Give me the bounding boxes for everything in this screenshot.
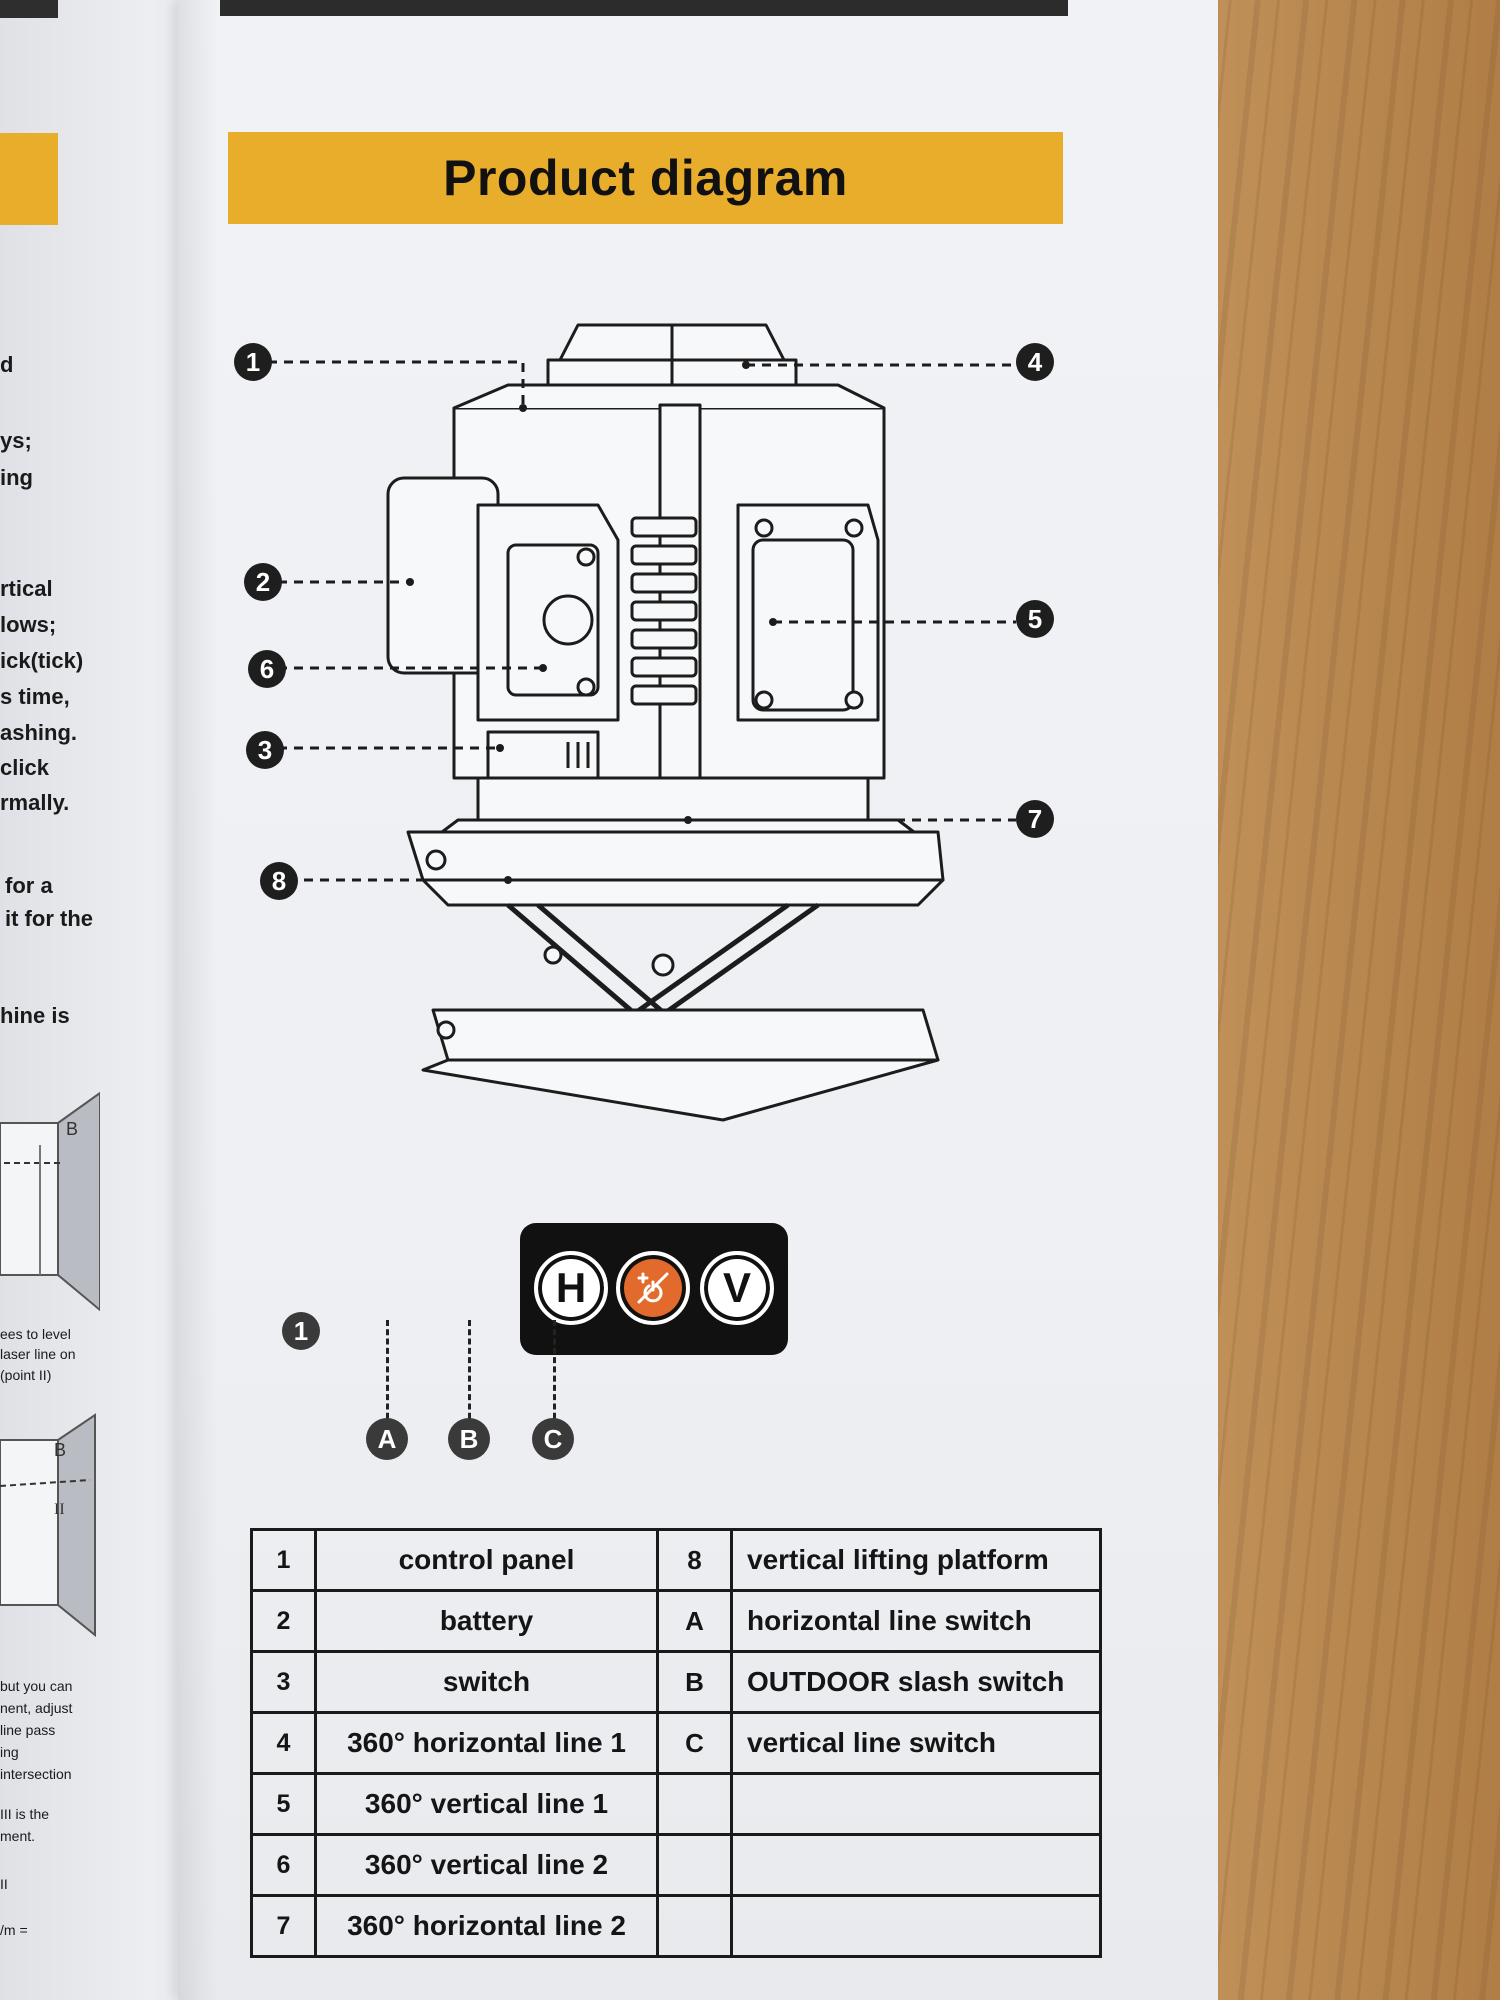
- part-name: 360° horizontal line 2: [314, 1894, 659, 1958]
- callout-4: 4: [1016, 343, 1054, 381]
- text-fragment: for a: [5, 873, 53, 898]
- small-text: ees to level: [0, 1326, 71, 1342]
- callout-c: C: [532, 1418, 574, 1460]
- room-figure-2: B II: [0, 1413, 96, 1638]
- part-name: 360° vertical line 1: [314, 1772, 659, 1836]
- part-name: 360° horizontal line 1: [314, 1711, 659, 1775]
- text-fragment: ashing.: [0, 720, 78, 745]
- text-fragment: rtical: [0, 576, 53, 601]
- leader-line: [553, 1320, 556, 1428]
- title-band: Product diagram: [228, 132, 1063, 224]
- part-number: 5: [250, 1772, 317, 1836]
- horizontal-button: H: [534, 1251, 608, 1325]
- part-code: [656, 1833, 733, 1897]
- part-name: 360° vertical line 2: [314, 1833, 659, 1897]
- small-text: intersection: [0, 1766, 72, 1782]
- manual-page: Product diagram: [178, 0, 1218, 2000]
- part-name: battery: [314, 1589, 659, 1653]
- part-code: A: [656, 1589, 733, 1653]
- callout-8: 8: [260, 862, 298, 900]
- text-fragment: click: [0, 755, 49, 780]
- part-name: switch: [314, 1650, 659, 1714]
- part-code: [656, 1894, 733, 1958]
- callout-5: 5: [1016, 600, 1054, 638]
- callout-b: B: [448, 1418, 490, 1460]
- text-fragment: it for the: [5, 906, 93, 931]
- callout-1: 1: [234, 343, 272, 381]
- callout-3: 3: [246, 731, 284, 769]
- small-text: /m =: [0, 1922, 28, 1938]
- text-fragment: hine is: [0, 1003, 70, 1028]
- part-number: 2: [250, 1589, 317, 1653]
- text-fragment: d: [0, 352, 14, 377]
- part-description: [730, 1833, 1102, 1897]
- callout-7: 7: [1016, 800, 1054, 838]
- leader-line: [468, 1320, 471, 1428]
- page-fold-shadow: [178, 0, 218, 2000]
- part-code: B: [656, 1650, 733, 1714]
- small-text: ment.: [0, 1828, 36, 1844]
- leader-line: [386, 1320, 389, 1428]
- figure-label: B: [54, 1440, 66, 1460]
- text-fragment: ys;: [0, 428, 32, 453]
- small-text: but you can: [0, 1678, 73, 1694]
- part-code: C: [656, 1711, 733, 1775]
- part-description: [730, 1772, 1102, 1836]
- part-description: vertical line switch: [730, 1711, 1102, 1775]
- part-description: vertical lifting platform: [730, 1528, 1102, 1592]
- control-panel-illustration: H V: [520, 1223, 788, 1355]
- part-description: horizontal line switch: [730, 1589, 1102, 1653]
- part-name: control panel: [314, 1528, 659, 1592]
- small-text: line pass: [0, 1722, 56, 1738]
- part-number: 3: [250, 1650, 317, 1714]
- part-number: 1: [250, 1528, 317, 1592]
- laser-power-icon: [616, 1251, 690, 1325]
- small-text: nent, adjust: [0, 1700, 73, 1716]
- text-fragment: ing: [0, 465, 33, 490]
- page-title: Product diagram: [443, 150, 848, 206]
- part-number: 7: [250, 1894, 317, 1958]
- small-text: (point II): [0, 1367, 52, 1383]
- vertical-button: V: [700, 1251, 774, 1325]
- small-text: ing: [0, 1744, 19, 1760]
- laser-level-drawing: [268, 323, 1023, 1122]
- text-fragment: ick(tick): [0, 648, 84, 673]
- room-figure-1: B: [0, 1091, 100, 1312]
- text-fragment: lows;: [0, 612, 57, 637]
- callout-2: 2: [244, 563, 282, 601]
- small-text: laser line on: [0, 1346, 76, 1362]
- small-text: II: [0, 1876, 8, 1892]
- small-text: III is the: [0, 1806, 50, 1822]
- part-code: 8: [656, 1528, 733, 1592]
- part-code: [656, 1772, 733, 1836]
- callout-6: 6: [248, 650, 286, 688]
- part-number: 4: [250, 1711, 317, 1775]
- figure-label: II: [54, 1501, 65, 1518]
- text-fragment: s time,: [0, 684, 70, 709]
- control-panel-callout: 1: [282, 1312, 320, 1350]
- part-description: OUTDOOR slash switch: [730, 1650, 1102, 1714]
- part-number: 6: [250, 1833, 317, 1897]
- text-fragment: rmally.: [0, 790, 70, 815]
- part-description: [730, 1894, 1102, 1958]
- left-page-yellow-band: [0, 133, 58, 225]
- page-top-bar: [220, 0, 1068, 16]
- callout-a: A: [366, 1418, 408, 1460]
- left-page-top-bar: [0, 0, 58, 18]
- figure-label: B: [66, 1119, 78, 1139]
